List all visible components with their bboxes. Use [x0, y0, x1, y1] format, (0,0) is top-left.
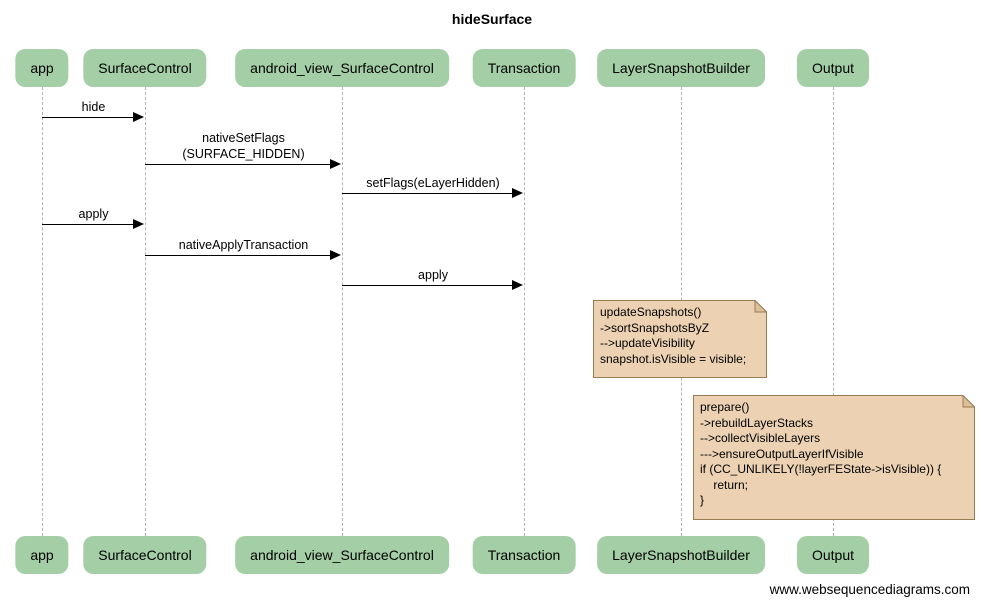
participant-box-top: Output: [796, 49, 870, 87]
message-label: hide: [81, 99, 106, 114]
message-arrow-line: [42, 223, 135, 225]
message-label: apply: [418, 267, 448, 282]
message-arrow-line: [145, 163, 332, 165]
diagram-title: hideSurface: [451, 11, 533, 27]
message-arrow-line: [342, 284, 514, 286]
note-text: prepare() ->rebuildLayerStacks -->collec…: [700, 400, 942, 507]
note-shape: [593, 300, 767, 378]
watermark-text: www.websequencediagrams.com: [769, 582, 970, 597]
participant-box-bottom: LayerSnapshotBuilder: [597, 536, 765, 574]
note-shape: [693, 395, 975, 520]
participant-box-top: LayerSnapshotBuilder: [597, 49, 765, 87]
arrowhead-icon: [330, 159, 341, 169]
message-label: setFlags(eLayerHidden): [366, 175, 500, 190]
lifeline: [833, 87, 834, 536]
participant-box-bottom: Output: [796, 536, 870, 574]
participant-box-bottom: SurfaceControl: [83, 536, 207, 574]
participant-box-top: android_view_SurfaceControl: [235, 49, 449, 87]
note-over-output: prepare() ->rebuildLayerStacks -->collec…: [693, 395, 975, 520]
message-arrow-line: [145, 254, 332, 256]
arrowhead-icon: [330, 250, 341, 260]
note-text: updateSnapshots() ->sortSnapshotsByZ -->…: [600, 305, 747, 366]
arrowhead-icon: [133, 112, 144, 122]
note-over-layersnapshotbuilder: updateSnapshots() ->sortSnapshotsByZ -->…: [593, 300, 767, 378]
participant-box-bottom: android_view_SurfaceControl: [235, 536, 449, 574]
message-arrow-line: [42, 116, 135, 118]
lifeline: [145, 87, 146, 536]
message-label: nativeSetFlags (SURFACE_HIDDEN): [182, 131, 305, 161]
lifeline: [342, 87, 343, 536]
arrowhead-icon: [512, 188, 523, 198]
arrowhead-icon: [512, 280, 523, 290]
message-arrow-line: [342, 192, 514, 194]
participant-box-bottom: app: [15, 536, 69, 574]
participant-box-bottom: Transaction: [472, 536, 576, 574]
participant-box-top: app: [15, 49, 69, 87]
message-label: apply: [78, 206, 109, 221]
arrowhead-icon: [133, 219, 144, 229]
lifeline: [42, 87, 43, 536]
participant-box-top: SurfaceControl: [83, 49, 207, 87]
message-label: nativeApplyTransaction: [178, 237, 309, 252]
lifeline: [524, 87, 525, 536]
participant-box-top: Transaction: [472, 49, 576, 87]
